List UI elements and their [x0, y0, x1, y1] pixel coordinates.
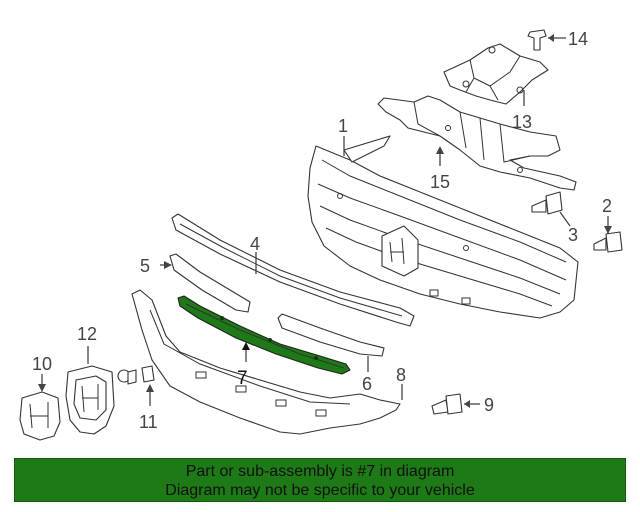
arrow-10: [38, 384, 46, 392]
callout-4[interactable]: 4: [250, 234, 260, 254]
callout-10[interactable]: 10: [32, 354, 52, 374]
callout-2[interactable]: 2: [602, 196, 612, 216]
callout-8[interactable]: 8: [396, 365, 406, 385]
part-8-bumper-molding[interactable]: [131, 289, 401, 435]
part-7-highlighted-strip[interactable]: [177, 295, 351, 375]
part-11-clips[interactable]: [117, 365, 155, 385]
part-14-clip[interactable]: [527, 29, 547, 51]
parts-diagram: 14 13 15 1: [19, 29, 623, 441]
callout-15[interactable]: 15: [430, 172, 450, 192]
part-1-grille[interactable]: [307, 135, 579, 319]
part-9-bolt[interactable]: [431, 393, 463, 415]
arrow-2: [604, 226, 612, 234]
part-3-bolt[interactable]: [531, 191, 563, 215]
part-10-emblem[interactable]: [19, 391, 61, 441]
part-2-bolt[interactable]: [593, 231, 623, 253]
callout-7[interactable]: 7: [237, 368, 248, 389]
arrow-15: [436, 146, 444, 154]
callout-13[interactable]: 13: [512, 112, 532, 132]
callout-14[interactable]: 14: [568, 29, 588, 49]
callout-9[interactable]: 9: [484, 395, 494, 415]
callout-11[interactable]: 11: [139, 412, 158, 432]
callout-3[interactable]: 3: [568, 225, 578, 245]
part-12-emblem-base[interactable]: [65, 365, 115, 435]
part-5-molding[interactable]: [169, 253, 251, 313]
part-15-support[interactable]: [377, 95, 577, 191]
part-13-bracket[interactable]: [443, 43, 549, 105]
callout-6[interactable]: 6: [362, 374, 372, 394]
info-banner: Part or sub-assembly is #7 in diagram Di…: [14, 458, 626, 502]
callout-12[interactable]: 12: [77, 324, 97, 344]
banner-line-2: Diagram may not be specific to your vehi…: [165, 482, 475, 499]
part-6-molding[interactable]: [277, 313, 385, 357]
banner-line-1: Part or sub-assembly is #7 in diagram: [185, 463, 455, 480]
part-4-molding[interactable]: [171, 213, 415, 327]
arrow-5: [164, 261, 172, 269]
part-7-shape[interactable]: [177, 295, 351, 375]
callout-5[interactable]: 5: [140, 256, 150, 276]
arrow-7: [242, 342, 250, 350]
callout-1[interactable]: 1: [338, 116, 348, 136]
arrow-9: [464, 400, 470, 408]
leader-3: [559, 211, 571, 227]
arrow-14: [548, 34, 554, 42]
arrow-11: [146, 384, 154, 392]
